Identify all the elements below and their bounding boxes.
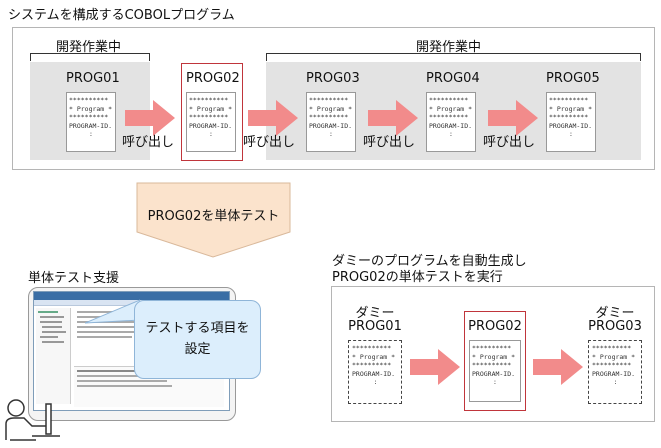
right-title-line2: PROG02の単体テストを実行 [332, 270, 503, 285]
code-document-prog03: *********** Program ***********PROGRAM-I… [306, 92, 356, 152]
callout-bubble: テストする項目を 設定 [134, 300, 261, 379]
call-label-1: 呼び出し [122, 135, 175, 150]
call-label-4: 呼び出し [483, 135, 536, 150]
dummy-prog03-document: *********** Program ***********PROGRAM-I… [588, 340, 642, 404]
call-arrow-1 [125, 100, 175, 136]
center-prog02-label: PROG02 [468, 319, 522, 334]
right-title-line1: ダミーのプログラムを自動生成し [332, 254, 527, 269]
code-document-prog02: *********** Program ***********PROGRAM-I… [186, 92, 236, 152]
dummy-word-right: ダミー [595, 306, 635, 321]
center-prog02-document: *********** Program ***********PROGRAM-I… [469, 340, 521, 402]
dev-bracket-right [266, 53, 641, 61]
dummy-prog01-label: PROG01 [348, 319, 402, 334]
dev-bracket-left [30, 53, 150, 61]
top-title: システムを構成するCOBOLプログラム [8, 8, 235, 23]
call-arrow-2 [248, 100, 298, 136]
user-at-computer-icon [5, 399, 60, 441]
call-label-2: 呼び出し [243, 135, 296, 150]
call-arrow-3 [368, 100, 418, 136]
callout-line1: テストする項目を [145, 321, 250, 336]
call-label-3: 呼び出し [363, 135, 416, 150]
program-label-prog03: PROG03 [306, 71, 360, 86]
dummy-prog03-label: PROG03 [588, 319, 642, 334]
program-label-prog02: PROG02 [186, 71, 240, 86]
call-arrow-4 [488, 100, 538, 136]
code-document-prog04: *********** Program ***********PROGRAM-I… [426, 92, 476, 152]
dev-label-left: 開発作業中 [56, 40, 122, 55]
dummy-word-left: ダミー [355, 306, 395, 321]
dummy-prog01-document: *********** Program ***********PROGRAM-I… [348, 340, 402, 404]
window-titlebar [34, 292, 229, 300]
callout-tail [85, 299, 140, 324]
unit-test-arrow [136, 182, 291, 258]
call-arrow-prog02-to-dummy [533, 349, 583, 385]
program-label-prog01: PROG01 [66, 71, 120, 86]
code-document-prog01: *********** Program ***********PROGRAM-I… [66, 92, 116, 152]
call-arrow-dummy-to-prog02 [410, 349, 460, 385]
unit-test-arrow-label: PROG02を単体テスト [147, 209, 280, 224]
tree-pane[interactable] [36, 308, 71, 404]
callout-line2: 設定 [184, 342, 211, 357]
support-title: 単体テスト支援 [28, 271, 120, 286]
program-label-prog05: PROG05 [546, 71, 600, 86]
dev-label-right: 開発作業中 [416, 40, 482, 55]
code-document-prog05: *********** Program ***********PROGRAM-I… [546, 92, 596, 152]
program-label-prog04: PROG04 [426, 71, 480, 86]
